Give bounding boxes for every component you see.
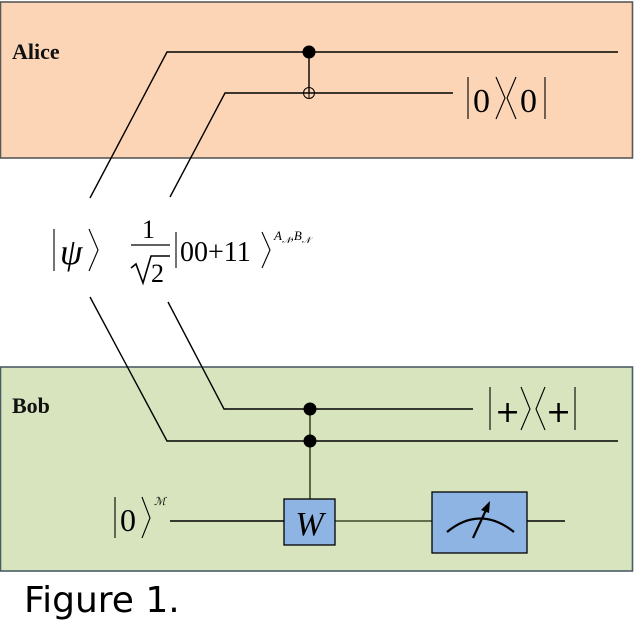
svg-text:A𝒩,B𝒩: A𝒩,B𝒩 [273, 228, 314, 245]
bob-label: Bob [12, 393, 50, 418]
svg-text:00+11: 00+11 [180, 237, 251, 268]
figure-caption: Figure 1. [24, 580, 180, 621]
svg-text:W: W [295, 506, 326, 543]
bob-bell-wire [167, 301, 473, 410]
control-dot-psi [303, 434, 317, 448]
alice-projector: 0 0 [467, 76, 546, 120]
svg-text:0: 0 [120, 502, 136, 538]
alice-label: Alice [12, 39, 60, 64]
cnot-target-icon [303, 87, 315, 99]
svg-text:2: 2 [151, 259, 164, 288]
bob-psi-wire [89, 296, 618, 442]
svg-text:ℳ: ℳ [154, 496, 168, 508]
svg-text:+: + [546, 395, 571, 430]
meter-icon [446, 501, 515, 539]
psi-state: ψ [53, 228, 99, 272]
svg-text:ψ: ψ [60, 232, 83, 272]
w-gate: W [283, 498, 336, 546]
alice-region [0, 1, 634, 159]
svg-text:0: 0 [520, 83, 537, 120]
svg-text:+: + [495, 395, 520, 430]
bell-state: 1 2 00+11 A𝒩,B𝒩 [130, 215, 314, 288]
cnot-control-dot [302, 45, 316, 59]
ancilla-state: 0 ℳ [114, 496, 168, 539]
control-dot-bell [303, 402, 317, 416]
svg-text:1: 1 [142, 215, 155, 244]
measurement-gate [431, 491, 528, 554]
bob-projector: + + [489, 386, 576, 431]
alice-psi-wire [89, 51, 618, 199]
alice-bell-wire [169, 92, 453, 198]
svg-text:0: 0 [473, 83, 490, 120]
